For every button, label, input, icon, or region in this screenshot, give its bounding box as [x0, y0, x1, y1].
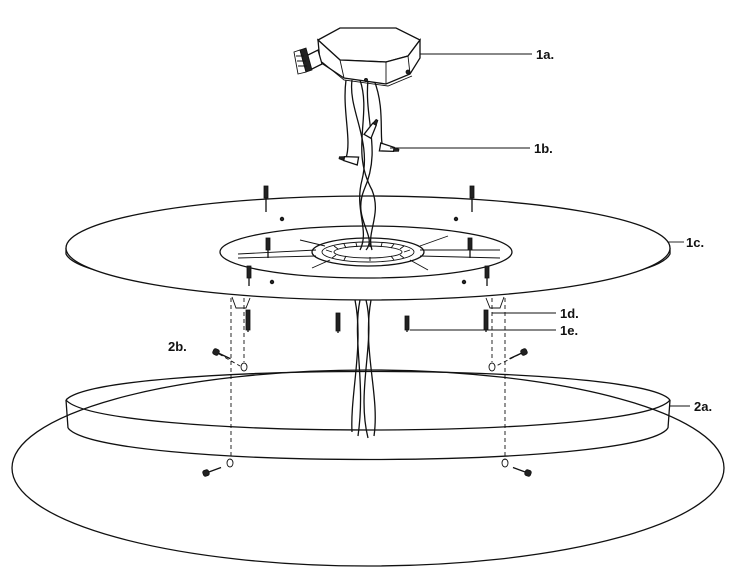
- label-mounting-plate: 1c.: [686, 235, 704, 250]
- alignment-guides: [218, 298, 521, 460]
- cable-connector: [293, 47, 323, 75]
- short-screw: [404, 315, 410, 332]
- wire-nut: [363, 118, 379, 140]
- part-labels: 1a. 1b. 1c. 1d. 1e. 2b. 2a.: [168, 47, 712, 414]
- shade-ring-bottom-front: [67, 427, 669, 461]
- plate-hole: [453, 216, 459, 222]
- plate-screw: [263, 185, 269, 212]
- wire-nut: [338, 155, 360, 166]
- mounting-plate-recess: [219, 225, 513, 279]
- shade-assembly: [11, 362, 725, 567]
- plate-hole: [279, 216, 285, 222]
- plate-hole: [461, 279, 467, 285]
- plate-screw: [469, 185, 475, 212]
- label-long-screws: 1d.: [560, 306, 579, 321]
- label-shade-ring: 2a.: [694, 399, 712, 414]
- side-screws: [202, 348, 532, 477]
- label-wire-nuts: 1b.: [534, 141, 553, 156]
- wire-nuts: [338, 118, 400, 166]
- shade-ring-left-side: [65, 399, 69, 429]
- shade-ring-top-back: [65, 370, 671, 401]
- plate-screw: [484, 265, 490, 286]
- short-screws: [404, 315, 410, 332]
- shade-ring-top-front: [65, 399, 671, 431]
- side-screw: [202, 466, 222, 477]
- long-screw: [245, 309, 251, 332]
- mounting-plate: [65, 195, 671, 309]
- junction-box: [293, 27, 421, 87]
- plate-hole: [269, 279, 275, 285]
- plate-screw: [467, 237, 473, 258]
- center-hub: [237, 235, 501, 271]
- label-short-screws: 1e.: [560, 323, 578, 338]
- ring-hole: [501, 458, 509, 468]
- label-junction-box: 1a.: [536, 47, 554, 62]
- plate-screws: [246, 185, 490, 286]
- wire-nut: [378, 142, 400, 153]
- side-screw: [212, 348, 231, 360]
- plate-screw: [246, 265, 252, 286]
- ring-hole: [240, 362, 248, 372]
- long-screw: [335, 312, 341, 333]
- lower-wires: [351, 299, 376, 439]
- shade-ring-right-side: [667, 399, 671, 429]
- long-screw: [483, 309, 489, 332]
- plate-screw: [265, 237, 271, 258]
- leader-lines: [390, 53, 690, 407]
- ring-hole: [488, 362, 496, 372]
- side-screw: [512, 466, 532, 477]
- label-side-screws: 2b.: [168, 339, 187, 354]
- ring-hole: [226, 458, 234, 468]
- shade-outer-disc: [11, 369, 725, 567]
